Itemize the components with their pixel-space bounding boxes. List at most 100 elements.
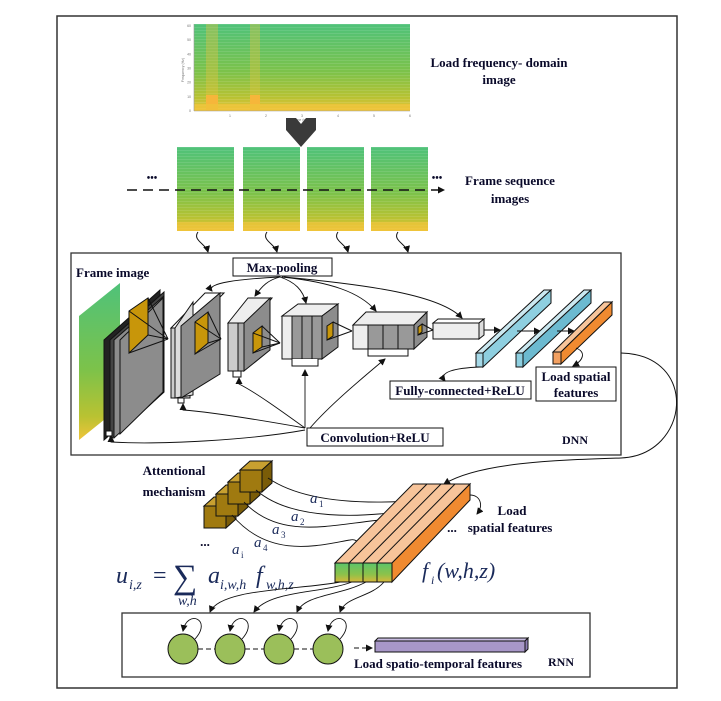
spectrogram-y-ticks: 0 10 20 30 40 50 60 — [187, 24, 191, 113]
frame-to-dnn-arrows — [196, 231, 410, 253]
rnn-node — [263, 618, 298, 665]
rnn-node — [167, 618, 202, 665]
spatial-feature-block — [333, 482, 472, 584]
spatial-features-label-line2: features — [554, 385, 599, 400]
dnn-box — [70, 252, 622, 456]
conv-layer-1 — [103, 288, 169, 442]
flatten-block — [431, 317, 486, 341]
conv-layer-5 — [351, 310, 434, 357]
rnn-output-bar — [373, 636, 530, 654]
svg-text:w,h: w,h — [178, 594, 197, 609]
spectrogram-x-tick: 4 — [337, 114, 339, 118]
svg-text:2: 2 — [300, 517, 305, 527]
spatial-features-box — [535, 366, 617, 402]
feature-block-ellipsis: ... — [447, 520, 457, 535]
spectrogram-y-tick: 0 — [189, 109, 191, 113]
convolution-arrows — [107, 358, 386, 444]
spectrogram-x-tick: 3 — [301, 114, 303, 118]
convolution-relu-box — [306, 427, 444, 447]
spectrogram-y-tick: 10 — [187, 95, 191, 99]
frames-label-line1: Frame sequence — [465, 173, 555, 188]
fc-layer-2 — [514, 288, 593, 369]
svg-text:a: a — [310, 491, 318, 507]
spectrogram-y-tick: 60 — [187, 24, 191, 28]
attention-cube — [238, 459, 274, 494]
attention-equation: u i,z = ∑ w,h a i,w,h f w,h,z — [116, 559, 294, 609]
frame-image-1 — [177, 147, 234, 231]
spectrogram-y-tick: 20 — [187, 81, 191, 85]
fully-connected-box — [389, 380, 532, 400]
frame-image-3 — [307, 147, 364, 231]
svg-text:i,z: i,z — [129, 578, 142, 593]
feature-block-label-line1: Load — [498, 503, 528, 518]
max-pooling-arrows — [205, 276, 463, 319]
attention-label-line1: Attentional — [143, 463, 206, 478]
spectrogram-label-line2: image — [482, 72, 515, 87]
frame-image-label: Frame image — [76, 265, 150, 280]
svg-text:1: 1 — [319, 499, 324, 509]
frames-label-line2: images — [491, 191, 529, 206]
feature-function: f i (w,h,z) — [422, 558, 495, 587]
svg-text:a: a — [291, 509, 299, 525]
spatial-label-arrow — [572, 347, 583, 367]
spectrogram-x-tick: 6 — [409, 114, 411, 118]
frames-ellipsis-left: ••• — [147, 173, 158, 184]
spatial-feature-layer — [551, 300, 614, 366]
svg-text:(w,h,z): (w,h,z) — [437, 558, 495, 583]
spectrogram — [193, 24, 410, 112]
svg-text:f: f — [422, 558, 431, 583]
spectrogram-y-tick: 40 — [187, 52, 191, 56]
frames-ellipsis-right: ••• — [432, 173, 443, 184]
spectrogram-y-tick: 30 — [187, 67, 191, 71]
svg-text:a: a — [232, 542, 240, 558]
svg-text:3: 3 — [281, 530, 286, 540]
attention-cubes — [202, 459, 274, 530]
spectrogram-y-tick: 50 — [187, 38, 191, 42]
frame-sequence — [177, 147, 428, 231]
spatial-features-label-line1: Load spatial — [542, 369, 611, 384]
rnn-node — [214, 618, 249, 665]
rnn-box — [121, 612, 591, 678]
spectrogram-label-line1: Load frequency- domain — [431, 55, 569, 70]
rnn-node — [312, 618, 347, 665]
feature-block-label-line2: spatial features — [468, 520, 553, 535]
chevron-down-icon — [286, 118, 316, 147]
svg-text:a: a — [272, 522, 280, 538]
attention-label-line2: mechanism — [143, 484, 206, 499]
svg-text:w,h,z: w,h,z — [266, 578, 294, 593]
spectrogram-x-tick: 1 — [229, 114, 231, 118]
spectrogram-x-axis-label: Time (min) — [294, 118, 311, 122]
svg-text:4: 4 — [263, 543, 268, 553]
svg-text:i,w,h: i,w,h — [220, 578, 246, 593]
conv-layer-2 — [169, 291, 226, 404]
svg-text:∑: ∑ — [173, 559, 197, 596]
spectrogram-y-axis-label: Frequency (Hz) — [181, 58, 185, 82]
conv-layer-3 — [226, 296, 281, 378]
attention-weight-labels: a 1 a 2 a 3 a 4 a i — [232, 491, 324, 560]
frame-image-4 — [371, 147, 428, 231]
fully-connected-label: Fully-connected+ReLU — [395, 383, 525, 398]
svg-text:=: = — [153, 563, 167, 589]
rnn-nodes — [167, 618, 347, 665]
outer-frame — [56, 15, 678, 689]
conv-layer-4 — [280, 303, 353, 367]
attention-ellipsis: ... — [200, 534, 210, 549]
svg-text:f: f — [256, 563, 266, 589]
svg-text:u: u — [116, 563, 128, 589]
svg-text:a: a — [208, 563, 220, 589]
feature-to-rnn-arrows — [209, 581, 385, 613]
fc-label-arrow — [438, 366, 481, 382]
svg-text:a: a — [254, 535, 262, 551]
spectrogram-x-tick: 5 — [373, 114, 375, 118]
svg-text:i: i — [241, 550, 244, 560]
dnn-box-label: DNN — [562, 433, 588, 447]
svg-text:i: i — [431, 573, 434, 587]
dnn-to-attention-connector — [443, 352, 677, 485]
fc-layer-1 — [474, 288, 553, 369]
max-pooling-label: Max-pooling — [247, 260, 318, 275]
rnn-output-label: Load spatio-temporal features — [354, 656, 522, 671]
convolution-relu-label: Convolution+ReLU — [320, 430, 430, 445]
max-pooling-box — [232, 257, 333, 277]
